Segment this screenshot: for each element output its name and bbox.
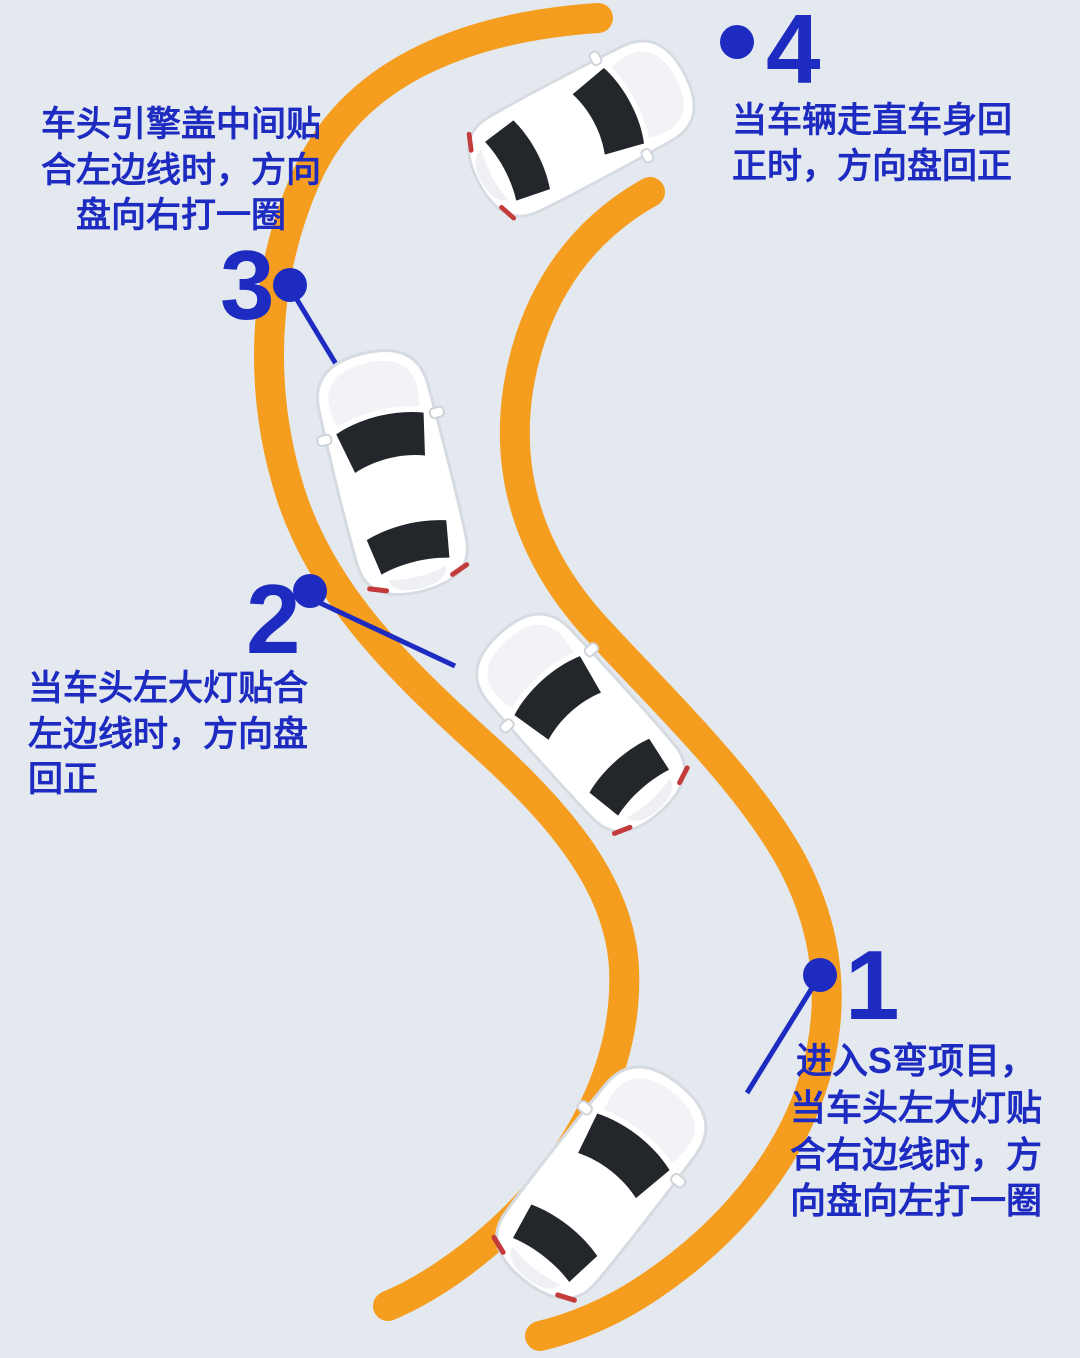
step-4-number: 4 [766, 0, 821, 104]
step-3-instruction: 车头引擎盖中间贴 合左边线时，方向 盘向右打一圈 [40, 105, 321, 235]
step-3-number: 3 [220, 230, 275, 340]
pointer-line-step1 [744, 986, 815, 1095]
step-1-instruction: 进入S弯项目， 当车头左大灯贴 合右边线时，方 向盘向左打一圈 [789, 1040, 1042, 1222]
step-2-instruction: 当车头左大灯贴合 左边线时，方向盘 回正 [28, 669, 309, 799]
step-4-dot [720, 25, 754, 59]
pointer-line-step3 [293, 296, 345, 376]
step-4-instruction: 当车辆走直车身回 正时，方向盘回正 [731, 101, 1012, 186]
step-3-dot [273, 268, 307, 302]
step-1-dot [803, 958, 837, 992]
step-2-number: 2 [246, 564, 301, 674]
step-1-number: 1 [845, 930, 900, 1040]
pointer-line-step2 [316, 599, 457, 669]
car-position-4 [450, 19, 713, 237]
track-right-edge-line [499, 177, 842, 1351]
step-2-dot [293, 574, 327, 608]
